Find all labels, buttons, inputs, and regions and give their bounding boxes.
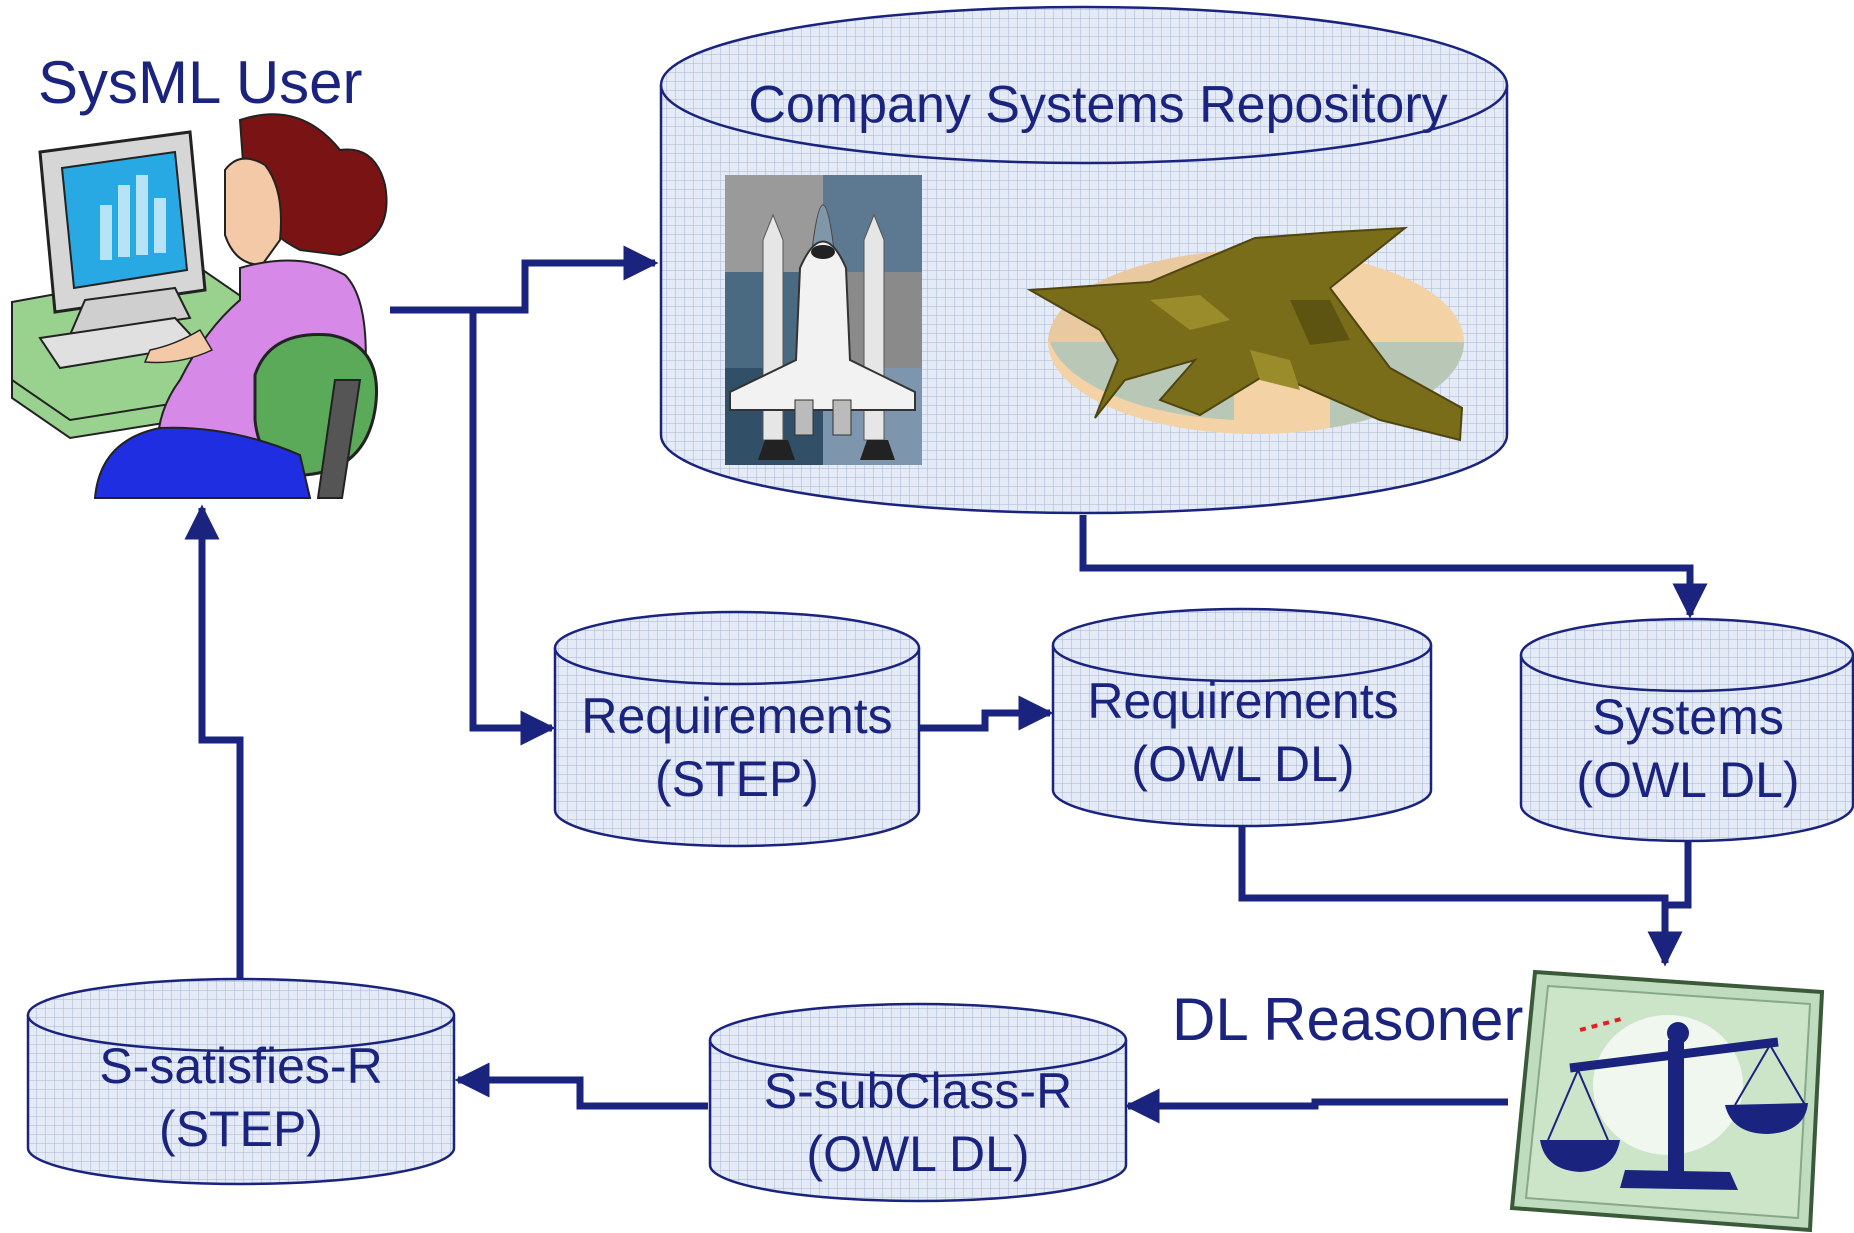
reasoner-label: DL Reasoner	[1172, 986, 1523, 1053]
systems-owl-line2: (OWL DL)	[1576, 752, 1799, 808]
systems-owl-cylinder: Systems (OWL DL)	[1519, 617, 1854, 843]
requirements-owl-line2: (OWL DL)	[1131, 736, 1354, 792]
connector-user-to-repository	[390, 245, 659, 314]
satisfies-step-line1: S-satisfies-R	[99, 1038, 382, 1094]
connector-user-to-requirements-step	[469, 310, 556, 746]
satisfies-step-cylinder: S-satisfies-R (STEP)	[26, 977, 456, 1186]
repository-title: Company Systems Repository	[748, 76, 1447, 134]
balance-scale-icon	[1509, 969, 1825, 1233]
requirements-step-line2: (STEP)	[655, 751, 819, 807]
repository-cylinder: Company Systems Repository	[659, 5, 1509, 515]
requirements-step-line1: Requirements	[581, 688, 892, 744]
subclass-owl-line2: (OWL DL)	[806, 1126, 1029, 1182]
connector-systems-owl-to-reasoner	[1665, 840, 1692, 909]
requirements-step-cylinder: Requirements (STEP)	[553, 610, 921, 848]
connector-repository-to-systems-owl	[1079, 515, 1708, 619]
connectors	[184, 245, 1708, 1124]
space-shuttle-icon	[725, 175, 922, 465]
connector-reasoner-to-subclass	[1124, 1088, 1508, 1124]
connector-subclass-to-satisfies	[454, 1062, 708, 1110]
computer-user-icon	[11, 113, 388, 499]
connector-requirements-step-to-owl	[918, 695, 1054, 732]
fighter-jet-icon	[1026, 226, 1464, 442]
user-label: SysML User	[38, 49, 363, 116]
subclass-owl-line1: S-subClass-R	[764, 1063, 1072, 1119]
connector-satisfies-to-user	[184, 504, 244, 978]
requirements-owl-cylinder: Requirements (OWL DL)	[1051, 607, 1433, 828]
satisfies-step-line2: (STEP)	[159, 1101, 323, 1157]
systems-owl-line1: Systems	[1592, 689, 1784, 745]
requirements-owl-line1: Requirements	[1087, 673, 1398, 729]
connector-requirements-owl-to-reasoner	[1238, 825, 1683, 967]
subclass-owl-cylinder: S-subClass-R (OWL DL)	[708, 1002, 1128, 1203]
